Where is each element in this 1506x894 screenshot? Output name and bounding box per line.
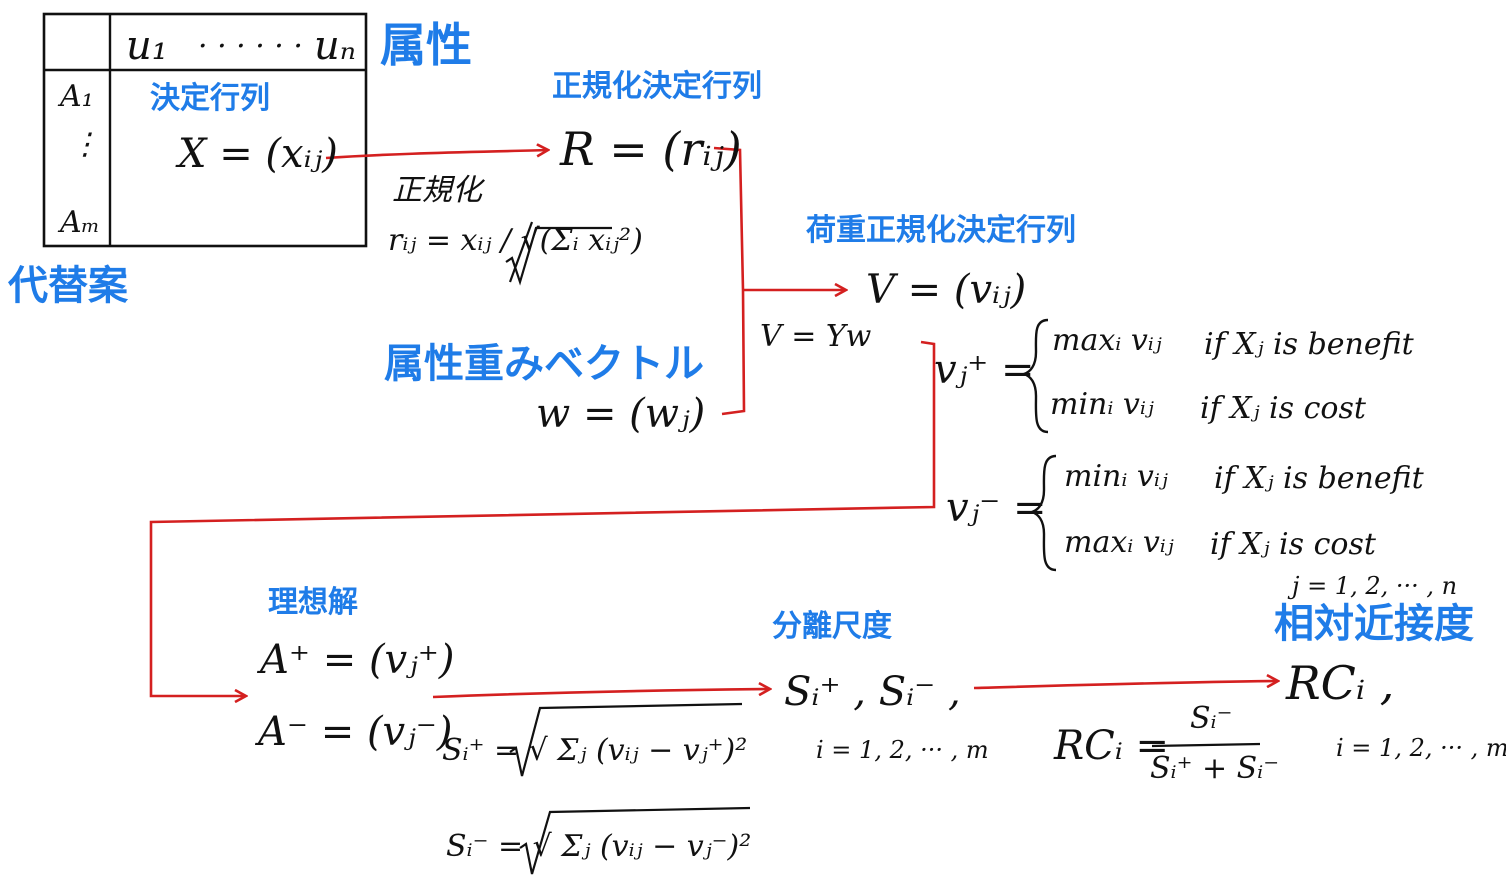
j-range: j = 1, 2, ··· , n xyxy=(1292,572,1458,600)
s-pair: Sᵢ⁺ , Sᵢ⁻ , xyxy=(784,669,961,715)
col-header-first: u₁ xyxy=(126,23,168,69)
separation-label: 分離尺度 xyxy=(772,609,892,644)
a-plus-formula: A⁺ = (vⱼ⁺) xyxy=(260,637,455,683)
row-header-dots: ⋮ xyxy=(70,127,100,162)
normalization-label: 正規化 xyxy=(392,173,482,208)
i-range-s: i = 1, 2, ··· , m xyxy=(816,736,989,764)
rc-fraction-bar xyxy=(1151,742,1261,748)
decision-matrix-label: 決定行列 xyxy=(150,81,270,116)
weighted-matrix-label: 荷重正規化決定行列 xyxy=(806,213,1076,248)
brace-vminus xyxy=(1028,454,1057,572)
arrow-ideal-to-separation xyxy=(432,689,770,699)
ideal-solution-label: 理想解 xyxy=(268,585,358,620)
vplus-case2-expr: minᵢ vᵢⱼ xyxy=(1050,387,1154,422)
rc-result: RCᵢ , xyxy=(1286,656,1395,710)
alternatives-label: 代替案 xyxy=(8,263,128,309)
vplus-lhs: vⱼ⁺ = xyxy=(934,347,1035,393)
w-formula: w = (wⱼ) xyxy=(536,391,706,437)
rc-numerator: Sᵢ⁻ xyxy=(1190,701,1233,736)
col-header-last: uₙ xyxy=(314,23,356,69)
row-header-last: Aₘ xyxy=(60,205,101,240)
vplus-case2-cond: if Xⱼ is cost xyxy=(1200,391,1366,426)
arrow-x-to-r xyxy=(325,150,548,160)
rc-lhs: RCᵢ = xyxy=(1054,723,1169,769)
a-minus-formula: A⁻ = (vⱼ⁻) xyxy=(258,709,453,755)
vminus-lhs: vⱼ⁻ = xyxy=(946,485,1047,531)
radical-splus xyxy=(509,702,743,777)
closeness-label: 相対近接度 xyxy=(1274,601,1474,647)
brace-vplus xyxy=(1020,318,1049,434)
connector-w-to-v xyxy=(721,289,746,416)
radical-sminus xyxy=(519,806,751,875)
radical-r-slash xyxy=(508,221,534,283)
attributes-label: 属性 xyxy=(380,18,472,72)
matrix-box xyxy=(42,12,368,248)
vminus-case1-cond: if Xⱼ is benefit xyxy=(1214,461,1424,496)
arrow-separation-to-closeness xyxy=(973,681,1278,690)
weight-vector-label: 属性重みベクトル xyxy=(384,341,704,387)
vplus-case1-cond: if Xⱼ is benefit xyxy=(1204,327,1414,362)
radical-r xyxy=(505,226,612,286)
r-definition: rᵢⱼ = xᵢⱼ / √(Σᵢ xᵢⱼ²) xyxy=(388,223,643,258)
connector-r-to-v xyxy=(713,146,745,291)
x-formula: X = (xᵢⱼ) xyxy=(178,131,338,177)
vminus-case2-expr: maxᵢ vᵢⱼ xyxy=(1064,525,1174,560)
connector-v-to-ideal xyxy=(149,340,936,696)
i-range-rc: i = 1, 2, ··· , m xyxy=(1336,734,1506,762)
splus-definition: Sᵢ⁺ = √ Σⱼ (vᵢⱼ − vⱼ⁺)² xyxy=(442,733,748,768)
normalized-matrix-label: 正規化決定行列 xyxy=(552,69,762,104)
row-header-first: A₁ xyxy=(60,79,94,114)
vminus-case1-expr: minᵢ vᵢⱼ xyxy=(1064,459,1168,494)
vminus-case2-cond: if Xⱼ is cost xyxy=(1210,527,1376,562)
rc-denominator: Sᵢ⁺ + Sᵢ⁻ xyxy=(1150,751,1280,786)
col-header-dots: · · · · · · xyxy=(198,29,303,64)
v-definition: V = Yw xyxy=(760,319,872,354)
r-formula: R = (rᵢⱼ) xyxy=(560,122,742,176)
sminus-definition: Sᵢ⁻ = √ Σⱼ (vᵢⱼ − vⱼ⁻)² xyxy=(446,829,752,864)
vplus-case1-expr: maxᵢ vᵢⱼ xyxy=(1052,323,1162,358)
v-formula: V = (vᵢⱼ) xyxy=(866,267,1027,313)
